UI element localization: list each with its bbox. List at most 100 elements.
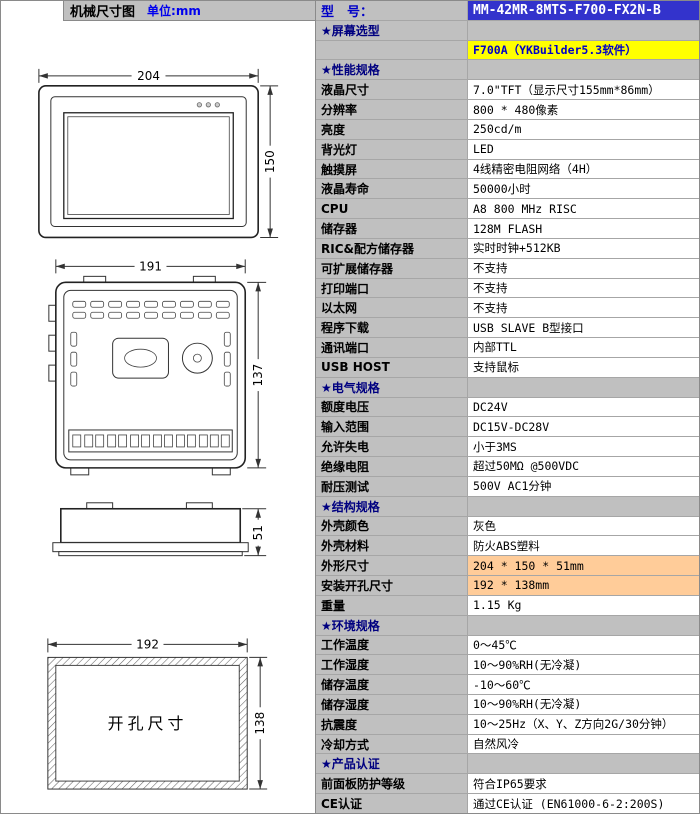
front-led-icon	[214, 102, 220, 108]
drawings-area: 204 150	[1, 21, 315, 813]
spec-label: 储存器	[316, 219, 468, 238]
terminal-strip	[68, 429, 233, 453]
spec-value: 10～25Hz（X、Y、Z方向2G/30分钟）	[468, 714, 699, 734]
spec-value: A8 800 MHz RISC	[468, 199, 699, 219]
section-row: ★结构规格	[316, 496, 699, 517]
left-panel: 机械尺寸图 单位:mm	[1, 1, 315, 813]
spec-row: 以太网不支持	[316, 298, 699, 319]
left-panel-title: 机械尺寸图	[70, 5, 136, 20]
side-depth-dimension: 51	[242, 508, 267, 557]
section-title: ★性能规格	[316, 60, 468, 80]
spec-label: 打印端口	[316, 278, 468, 298]
side-view-drawing: 51	[52, 502, 267, 557]
cutout-width-label: 192	[136, 637, 159, 651]
spec-label: 外形尺寸	[316, 556, 468, 576]
spec-row: CE认证通过CE认证 (EN61000-6-2:200S)	[316, 794, 699, 813]
vent-slots	[70, 300, 231, 387]
front-height-label: 150	[263, 150, 277, 173]
spec-value: 7.0"TFT（显示尺寸155mm*86mm）	[468, 80, 699, 100]
spec-label: 程序下载	[316, 318, 468, 338]
back-view-drawing: 191	[48, 259, 267, 476]
section-row: ★环境规格	[316, 615, 699, 636]
spec-value: 通过CE认证 (EN61000-6-2:200S)	[468, 794, 699, 813]
spec-value: DC24V	[468, 397, 699, 417]
spec-value	[468, 615, 699, 635]
spec-value: F700A（YKBuilder5.3软件）	[468, 40, 699, 60]
spec-label: 以太网	[316, 298, 468, 318]
front-led-icon	[205, 102, 211, 108]
spec-value: DC15V-DC28V	[468, 417, 699, 437]
section-title: ★产品认证	[316, 754, 468, 774]
back-width-dimension: 191	[55, 259, 246, 273]
spec-value: -10～60℃	[468, 675, 699, 694]
spec-label: 分辨率	[316, 100, 468, 119]
spec-row: 打印端口不支持	[316, 278, 699, 299]
spec-value: 防火ABS塑料	[468, 536, 699, 556]
section-title: ★结构规格	[316, 496, 468, 516]
section-row: ★电气规格	[316, 377, 699, 398]
mechanical-drawings-svg: 204 150	[38, 69, 279, 790]
spec-row: 储存温度-10～60℃	[316, 675, 699, 695]
spec-label: 外壳颜色	[316, 516, 468, 536]
spec-value: 50000小时	[468, 179, 699, 199]
spec-value: 4线精密电阻网络（4H）	[468, 159, 699, 179]
spec-value: 250cd/m	[468, 119, 699, 139]
spec-label	[316, 40, 468, 60]
spec-row: 通讯端口内部TTL	[316, 338, 699, 358]
spec-label: 抗震度	[316, 714, 468, 734]
spec-value	[468, 496, 699, 516]
spec-label: 绝缘电阻	[316, 457, 468, 476]
spec-value: 不支持	[468, 258, 699, 278]
spec-label: 重量	[316, 595, 468, 615]
spec-value: 204 * 150 * 51mm	[468, 556, 699, 576]
spec-label: 背光灯	[316, 139, 468, 159]
spec-row: F700A（YKBuilder5.3软件）	[316, 40, 699, 61]
spec-label: 外壳材料	[316, 536, 468, 556]
cutout-drawing: 192 开孔尺寸 138	[47, 637, 269, 790]
spec-value: USB SLAVE B型接口	[468, 318, 699, 338]
spec-label: 触摸屏	[316, 159, 468, 179]
spec-value: 不支持	[468, 278, 699, 298]
spec-label: 工作温度	[316, 635, 468, 655]
spec-value: LED	[468, 139, 699, 159]
section-title: ★电气规格	[316, 377, 468, 397]
spec-value: 实时时钟+512KB	[468, 238, 699, 258]
spec-label: 储存温度	[316, 675, 468, 694]
model-value: MM-42MR-8MTS-F700-FX2N-B	[468, 1, 699, 20]
spec-label: 通讯端口	[316, 338, 468, 357]
spec-row: 冷却方式自然风冷	[316, 734, 699, 755]
spec-value: 10～90%RH(无冷凝)	[468, 655, 699, 675]
spec-label: USB HOST	[316, 357, 468, 377]
buzzer-icon	[181, 342, 213, 374]
left-header-bar: 机械尺寸图 单位:mm	[63, 1, 315, 21]
spec-value: 800 * 480像素	[468, 100, 699, 119]
section-row: ★产品认证	[316, 754, 699, 775]
spec-label: 额度电压	[316, 397, 468, 417]
spec-row: 外壳材料防火ABS塑料	[316, 536, 699, 557]
model-row: 型 号： MM-42MR-8MTS-F700-FX2N-B	[316, 1, 699, 21]
spec-value	[468, 60, 699, 80]
spec-row: 可扩展储存器不支持	[316, 258, 699, 279]
spec-value: 1.15 Kg	[468, 595, 699, 615]
spec-label: 亮度	[316, 119, 468, 139]
model-label: 型 号：	[316, 1, 468, 20]
spec-row: 绝缘电阻超过50MΩ @500VDC	[316, 457, 699, 477]
spec-label: 允许失电	[316, 437, 468, 457]
spec-value: 超过50MΩ @500VDC	[468, 457, 699, 476]
left-header: 机械尺寸图 单位:mm	[1, 1, 315, 21]
spec-row: 前面板防护等级符合IP65要求	[316, 774, 699, 795]
